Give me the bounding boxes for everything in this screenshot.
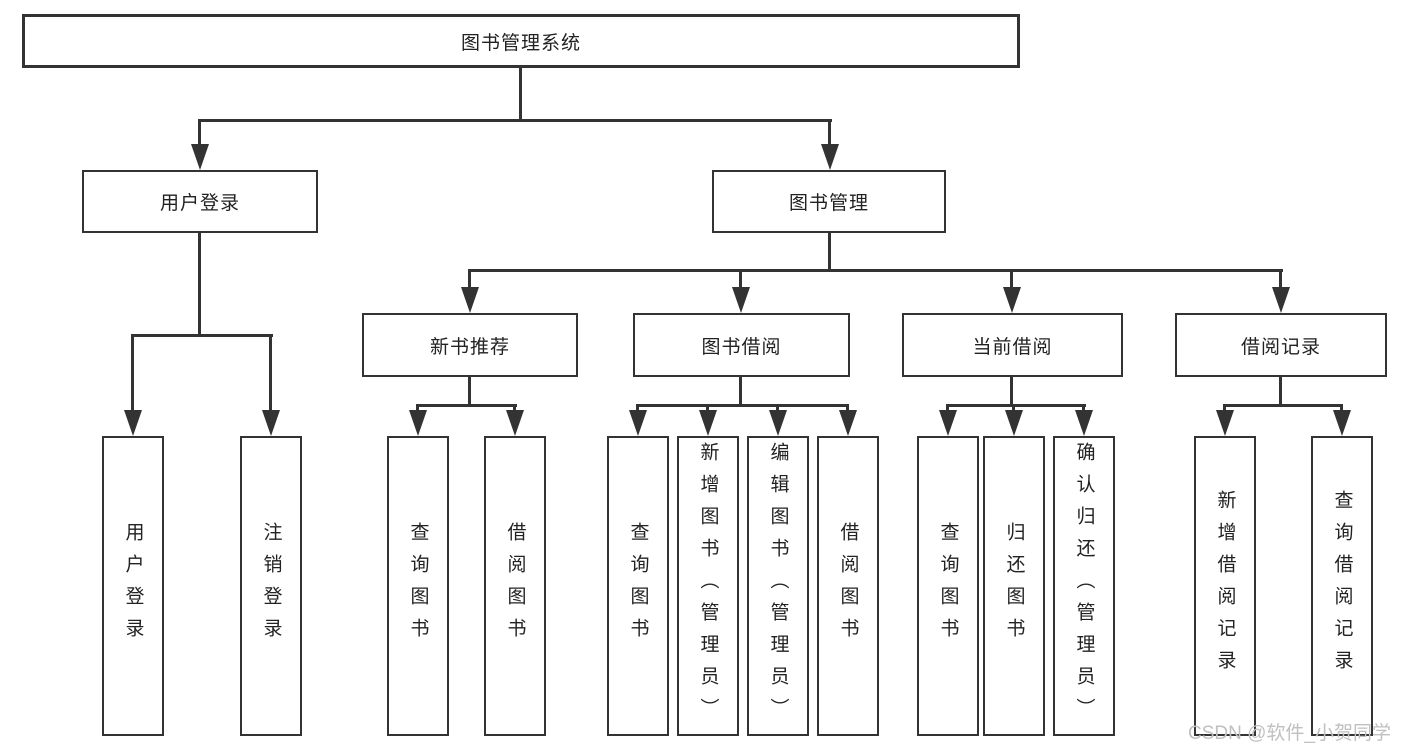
connector-current-borrow-stem [1010, 377, 1013, 407]
connector-drop-bb-query [636, 404, 639, 414]
connector-user-login-bus [131, 334, 273, 337]
connector-root-drop-right [828, 119, 831, 148]
arrowhead-bb-query [629, 410, 647, 436]
connector-borrow-records-stem [1279, 377, 1282, 407]
leaf-user-login: 用户登录 [102, 436, 164, 736]
connector-root-stem [519, 68, 522, 122]
connector-book-mgmt-bus [468, 269, 1283, 272]
arrowhead-bb-edit [769, 410, 787, 436]
arrowhead-new-books [461, 287, 479, 313]
node-current-borrow: 当前借阅 [902, 313, 1123, 377]
leaf-current-query-books: 查询图书 [917, 436, 979, 736]
arrowhead-leaf-logout [262, 410, 280, 436]
arrowhead-bb-add [699, 410, 717, 436]
connector-drop-br-query [1340, 404, 1343, 414]
arrowhead-bb-borrow [839, 410, 857, 436]
connector-drop-bb-borrow [846, 404, 849, 414]
connector-drop-br-add [1223, 404, 1226, 414]
connector-drop-cb-query [946, 404, 949, 414]
connector-drop-borrow-records [1279, 269, 1282, 289]
arrowhead-cb-return [1005, 410, 1023, 436]
connector-book-mgmt-stem [828, 233, 831, 272]
connector-drop-current-borrow [1010, 269, 1013, 289]
leaf-logout: 注销登录 [240, 436, 302, 736]
arrowhead-leaf-user-login [124, 410, 142, 436]
arrowhead-br-add [1216, 410, 1234, 436]
leaf-current-return-books: 归还图书 [983, 436, 1045, 736]
arrowhead-borrow-records [1272, 287, 1290, 313]
connector-drop-leaf-user-login [131, 334, 134, 414]
arrowhead-current-borrow [1003, 287, 1021, 313]
node-borrow-records: 借阅记录 [1175, 313, 1387, 377]
connector-user-login-stem [198, 233, 201, 337]
csdn-watermark: CSDN @软件_小贺同学 [1188, 723, 1391, 744]
leaf-newbooks-query-books: 查询图书 [387, 436, 449, 736]
connector-root-bus [198, 119, 832, 122]
connector-root-drop-left [198, 119, 201, 148]
node-root-library-system: 图书管理系统 [22, 14, 1020, 68]
connector-drop-bb-edit [776, 404, 779, 414]
connector-new-books-bus [416, 404, 517, 407]
leaf-newbooks-borrow-books: 借阅图书 [484, 436, 546, 736]
connector-drop-new-books [468, 269, 471, 289]
connector-drop-bb-add [706, 404, 709, 414]
connector-drop-cb-return [1012, 404, 1015, 414]
connector-drop-leaf-logout [269, 334, 272, 414]
leaf-current-confirm-return-admin: 确认归还（管理员） [1053, 436, 1115, 736]
node-book-borrow: 图书借阅 [633, 313, 850, 377]
connector-book-borrow-bus [636, 404, 849, 407]
arrowhead-nb-borrow [506, 410, 524, 436]
leaf-records-add-record: 新增借阅记录 [1194, 436, 1256, 736]
connector-borrow-records-bus [1223, 404, 1343, 407]
connector-book-borrow-stem [739, 377, 742, 407]
connector-current-borrow-bus [946, 404, 1086, 407]
connector-new-books-stem [468, 377, 471, 407]
arrowhead-cb-query [939, 410, 957, 436]
connector-drop-nb-borrow [513, 404, 516, 414]
connector-drop-book-borrow [739, 269, 742, 289]
leaf-borrow-borrow-books: 借阅图书 [817, 436, 879, 736]
arrowhead-br-query [1333, 410, 1351, 436]
arrowhead-cb-confirm [1075, 410, 1093, 436]
arrowhead-to-user-login [191, 144, 209, 170]
arrowhead-book-borrow [732, 287, 750, 313]
arrowhead-to-book-mgmt [821, 144, 839, 170]
leaf-borrow-query-books: 查询图书 [607, 436, 669, 736]
leaf-records-query-record: 查询借阅记录 [1311, 436, 1373, 736]
connector-drop-nb-query [416, 404, 419, 414]
node-book-mgmt: 图书管理 [712, 170, 946, 233]
leaf-borrow-add-books-admin: 新增图书（管理员） [677, 436, 739, 736]
arrowhead-nb-query [409, 410, 427, 436]
connector-drop-cb-confirm [1082, 404, 1085, 414]
node-user-login: 用户登录 [82, 170, 318, 233]
node-new-books: 新书推荐 [362, 313, 578, 377]
leaf-borrow-edit-books-admin: 编辑图书（管理员） [747, 436, 809, 736]
